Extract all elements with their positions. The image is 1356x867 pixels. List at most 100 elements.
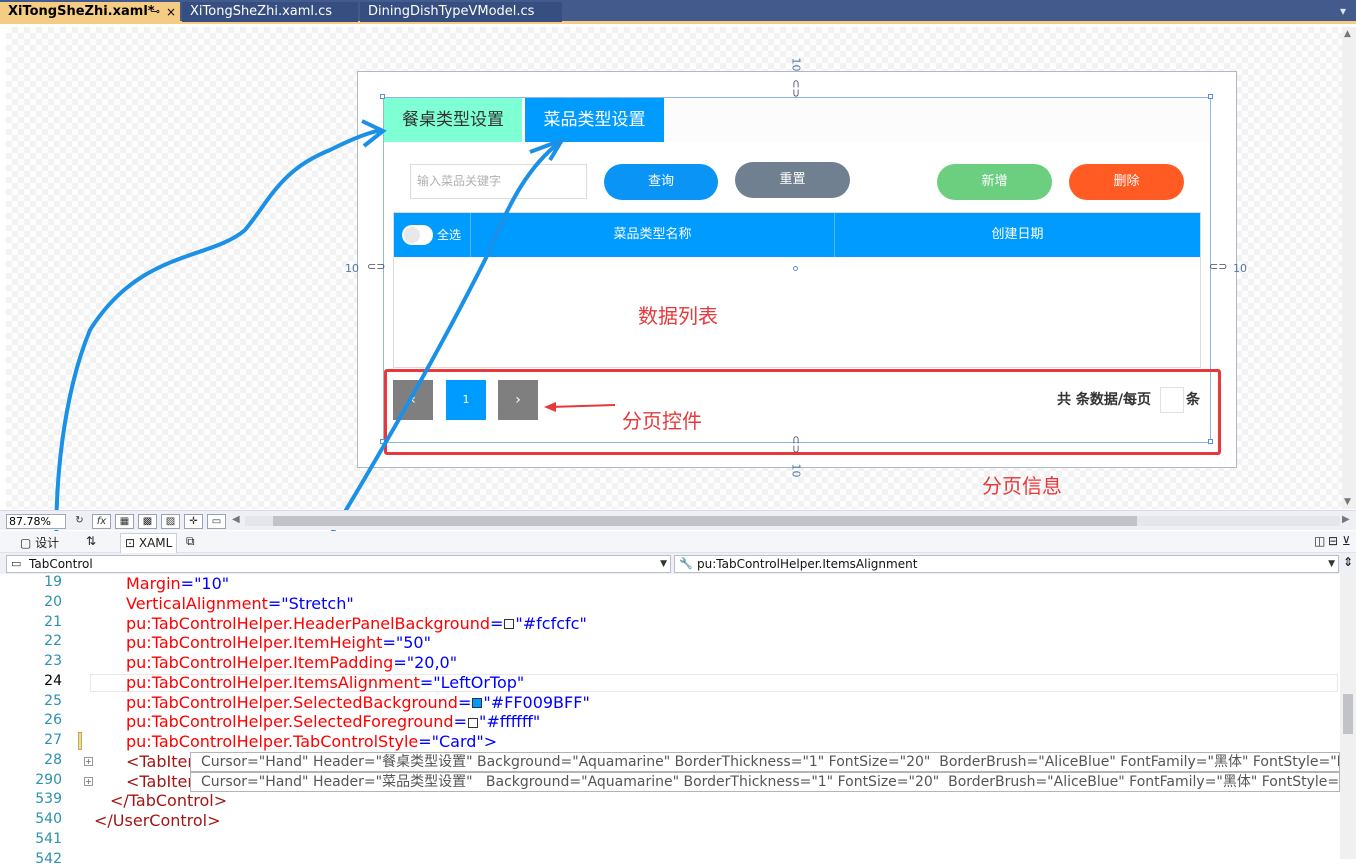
page-size-input[interactable] xyxy=(1160,387,1184,413)
color-swatch-icon[interactable] xyxy=(504,619,515,629)
tab-design[interactable]: ▢ 设计 xyxy=(20,536,60,550)
pin-icon[interactable]: ⊸ xyxy=(150,5,160,18)
code-line[interactable]: </TabControl> xyxy=(110,791,228,811)
horizontal-split-icon[interactable]: ⊟ xyxy=(1328,534,1339,548)
delete-button[interactable]: 删除 xyxy=(1069,164,1184,200)
center-handle[interactable] xyxy=(793,266,798,271)
line-number: 25 xyxy=(44,692,62,709)
equals-sign: = xyxy=(393,653,407,672)
scroll-thumb[interactable] xyxy=(1343,694,1353,734)
code-line[interactable]: pu:TabControlHelper.ItemPadding="20,0" xyxy=(126,653,457,672)
code-line[interactable]: pu:TabControlHelper.SelectedBackground="… xyxy=(126,693,590,712)
resize-handle[interactable] xyxy=(1208,439,1213,444)
member-dropdown[interactable]: 🔧 pu:TabControlHelper.ItemsAlignment ▼ xyxy=(674,555,1339,573)
swap-panes-icon[interactable]: ⇅ xyxy=(86,534,97,548)
reset-button[interactable]: 重置 xyxy=(735,162,850,198)
select-all-toggle[interactable] xyxy=(402,225,433,245)
element-scope-dropdown[interactable]: ▭ TabControl ▼ xyxy=(6,555,671,573)
line-number: 540 xyxy=(35,811,62,827)
resize-handle[interactable] xyxy=(380,94,385,99)
code-line[interactable]: </UserControl> xyxy=(94,811,221,830)
xaml-value: "#fcfcfc" xyxy=(515,613,587,633)
xaml-code-editor[interactable] xyxy=(0,574,1356,859)
snap-grid-icon[interactable]: ▩ xyxy=(138,514,157,529)
equals-sign: = xyxy=(457,692,472,712)
xaml-attribute: pu:TabControlHelper.SelectedBackground xyxy=(126,692,458,712)
split-editor-icon[interactable]: ⇕ xyxy=(1343,555,1354,569)
scroll-right-icon[interactable]: ▶ xyxy=(1342,514,1350,525)
tab-dining-table-type[interactable]: 餐桌类型设置 xyxy=(384,98,522,142)
line-number: 19 xyxy=(44,574,62,590)
editor-vertical-scrollbar[interactable] xyxy=(1340,574,1356,859)
close-icon[interactable]: × xyxy=(165,5,176,19)
scroll-thumb[interactable] xyxy=(273,516,1137,526)
anchor-bottom-icon[interactable]: ⊂⊃ xyxy=(789,435,803,454)
data-grid-header: 全选 菜品类型名称 创建日期 xyxy=(394,213,1200,257)
chevron-down-icon: ▼ xyxy=(1328,559,1335,569)
member-value: pu:TabControlHelper.ItemsAlignment xyxy=(697,557,918,571)
doc-tab-label: DiningDishTypeVModel.cs xyxy=(368,4,535,19)
code-line[interactable]: pu:TabControlHelper.HeaderPanelBackgroun… xyxy=(126,614,587,633)
tab-xaml[interactable]: ⊡ XAML xyxy=(120,533,178,553)
fold-expand-icon[interactable]: + xyxy=(84,757,93,766)
dish-keyword-search-input[interactable]: 输入菜品关键字 xyxy=(410,164,587,199)
code-line[interactable]: pu:TabControlHelper.SelectedForeground="… xyxy=(126,712,540,731)
popout-icon[interactable]: ⧉ xyxy=(186,534,195,548)
layout-icon[interactable]: ▭ xyxy=(207,514,226,529)
line-number: 24 xyxy=(44,672,62,689)
code-line[interactable]: pu:TabControlHelper.ItemsAlignment="Left… xyxy=(126,673,524,692)
add-button[interactable]: 新增 xyxy=(937,164,1052,200)
doc-tab-xitongshezhi-cs[interactable]: XiTongSheZhi.xaml.cs xyxy=(182,2,358,22)
scroll-up-icon[interactable]: ▲ xyxy=(1344,29,1351,39)
tab-list-dropdown-icon[interactable]: ▾ xyxy=(1339,4,1346,18)
artboard-icon[interactable]: ▨ xyxy=(161,514,180,529)
designer-vertical-scrollbar[interactable]: ▲ ▼ xyxy=(1342,27,1356,509)
line-number: 26 xyxy=(44,712,62,729)
fx-icon[interactable]: fx xyxy=(92,514,111,529)
code-line[interactable]: <TabItem xyxy=(126,771,203,791)
current-line-highlight xyxy=(90,674,1338,692)
collapse-pane-icon[interactable]: ⊻ xyxy=(1342,534,1351,548)
code-line[interactable]: <TabItem xyxy=(126,751,203,771)
code-line[interactable]: pu:TabControlHelper.TabControlStyle="Car… xyxy=(126,732,497,751)
scroll-left-icon[interactable]: ◀ xyxy=(232,514,240,525)
doc-tab-label: XiTongSheZhi.xaml* xyxy=(8,4,155,19)
code-line[interactable]: Margin="10" xyxy=(126,574,229,593)
fold-expand-icon[interactable]: + xyxy=(84,777,93,786)
designer-horizontal-scrollbar[interactable] xyxy=(245,516,1340,526)
doc-tab-xitongshezhi-xaml[interactable]: XiTongSheZhi.xaml* ⊸ × xyxy=(0,2,180,24)
color-swatch-icon[interactable] xyxy=(468,717,478,728)
select-all-column[interactable]: 全选 xyxy=(394,213,471,257)
line-number: 21 xyxy=(44,613,62,630)
color-swatch-icon[interactable] xyxy=(472,698,483,708)
refresh-icon[interactable]: ↻ xyxy=(75,515,84,526)
equals-sign: = xyxy=(419,672,434,692)
pager-unit: 条 xyxy=(1186,392,1200,408)
anchor-left-icon[interactable]: ⊂⊃ xyxy=(367,260,386,273)
select-all-label: 全选 xyxy=(437,228,462,242)
equals-sign: = xyxy=(382,633,396,653)
grid-icon[interactable]: ▦ xyxy=(115,514,134,529)
resize-handle[interactable] xyxy=(380,439,385,444)
margin-right-label: 10 xyxy=(1233,262,1247,275)
annotation-data-list: 数据列表 xyxy=(638,304,718,328)
code-line[interactable]: pu:TabControlHelper.ItemHeight="50" xyxy=(126,633,431,652)
anchor-top-icon[interactable]: ⊂⊃ xyxy=(789,79,803,98)
tab-header-panel xyxy=(664,98,1210,142)
equals-sign: = xyxy=(453,712,467,732)
scroll-down-icon[interactable]: ▼ xyxy=(1344,497,1351,507)
tab-dish-type[interactable]: 菜品类型设置 xyxy=(525,98,664,142)
column-header-dish-type-name[interactable]: 菜品类型名称 xyxy=(471,213,835,257)
query-button[interactable]: 查询 xyxy=(604,164,718,200)
anchor-right-icon[interactable]: ⊂⊃ xyxy=(1209,260,1228,273)
resize-handle[interactable] xyxy=(1208,94,1213,99)
line-number: 541 xyxy=(35,830,62,847)
snap-lines-icon[interactable]: ✛ xyxy=(184,514,203,529)
vertical-split-icon[interactable]: ◫ xyxy=(1314,534,1326,548)
zoom-combobox[interactable]: 87.78% xyxy=(6,514,66,529)
code-line[interactable]: VerticalAlignment="Stretch" xyxy=(126,594,354,613)
doc-tab-diningdishtype-vmodel[interactable]: DiningDishTypeVModel.cs xyxy=(360,2,562,22)
column-header-create-date[interactable]: 创建日期 xyxy=(991,227,1044,242)
collapsed-tabitem-preview: Cursor="Hand" Header="餐桌类型设置" Background… xyxy=(190,752,1340,772)
xaml-attribute: pu:TabControlHelper.ItemHeight xyxy=(126,633,383,653)
